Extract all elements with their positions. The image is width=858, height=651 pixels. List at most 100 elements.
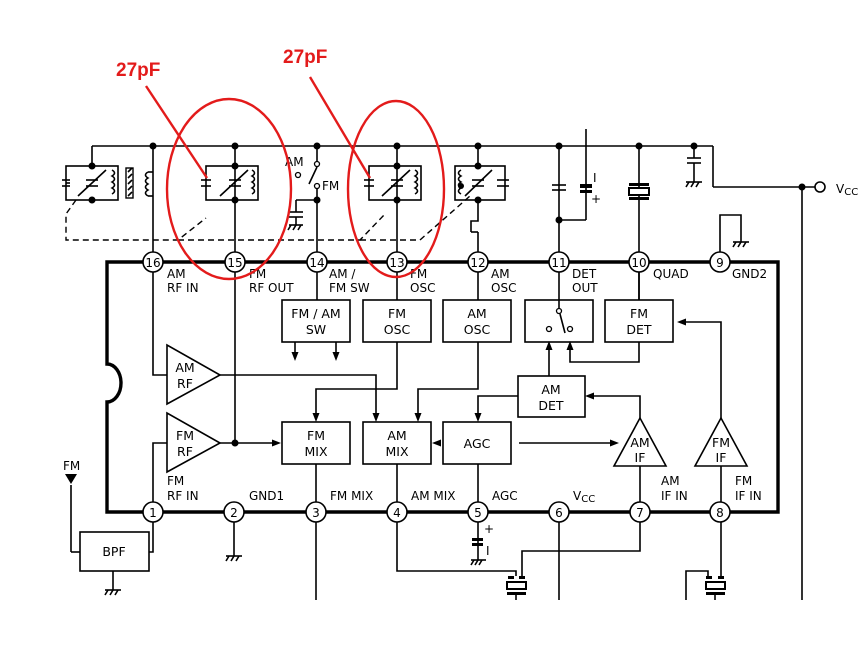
svg-text:AM MIX: AM MIX (411, 489, 456, 503)
svg-text:AM: AM (541, 382, 560, 397)
svg-text:DET: DET (626, 322, 652, 337)
svg-text:AM: AM (630, 435, 649, 450)
svg-text:OSC: OSC (384, 322, 411, 337)
svg-text:IF: IF (716, 450, 727, 465)
annotation-27pf-right: 27pF (283, 47, 446, 279)
vcc-decoupling (685, 146, 702, 188)
svg-text:27pF: 27pF (283, 47, 327, 68)
svg-text:11: 11 (551, 256, 566, 270)
svg-text:AM: AM (661, 474, 680, 488)
block-fm-if: FM IF (693, 416, 749, 467)
gnd2-ground (719, 214, 749, 252)
svg-text:I: I (486, 544, 490, 558)
svg-text:FM SW: FM SW (329, 281, 370, 295)
am-fm-switch: AM FM (285, 146, 339, 252)
block-am-osc: AM OSC (442, 299, 512, 343)
fm-osc-tank (364, 146, 422, 252)
pin-9: 9 GND2 (709, 251, 767, 281)
svg-text:RF IN: RF IN (167, 281, 199, 295)
svg-text:GND2: GND2 (732, 267, 767, 281)
svg-text:DET: DET (572, 267, 597, 281)
svg-text:FM MIX: FM MIX (330, 489, 373, 503)
bottom-externals: FM + I (63, 459, 726, 600)
block-fm-rf: FM RF (166, 411, 222, 474)
svg-text:9: 9 (716, 256, 724, 270)
svg-text:15: 15 (227, 256, 242, 270)
svg-text:FM / AM: FM / AM (291, 306, 340, 321)
block-am-rf: AM RF (166, 343, 222, 406)
svg-text:QUAD: QUAD (653, 267, 689, 281)
svg-text:OSC: OSC (410, 281, 435, 295)
pin-3: 3 FM MIX (305, 489, 373, 523)
svg-text:AGC: AGC (492, 489, 518, 503)
svg-text:13: 13 (389, 256, 404, 270)
svg-text:AM: AM (175, 360, 194, 375)
svg-text:OSC: OSC (464, 322, 491, 337)
quad-resonator (628, 146, 650, 252)
svg-text:AM: AM (491, 267, 510, 281)
svg-text:FM: FM (410, 267, 427, 281)
block-bpf: BPF (79, 531, 150, 572)
ic-body (105, 260, 780, 514)
svg-text:FM: FM (307, 428, 325, 443)
svg-text:10: 10 (631, 256, 646, 270)
svg-text:VCC: VCC (573, 489, 595, 505)
svg-text:OSC: OSC (491, 281, 516, 295)
svg-text:FM: FM (167, 474, 184, 488)
svg-text:FM: FM (388, 306, 406, 321)
vcc-label: VCC (836, 182, 858, 198)
svg-text:AM: AM (387, 428, 406, 443)
am-rf-tank (62, 146, 154, 252)
pin-5: 5 AGC (467, 489, 518, 523)
svg-text:RF: RF (177, 376, 193, 391)
pin-6: 6 VCC (548, 489, 595, 523)
block-fm-mix: FM MIX (281, 421, 351, 465)
block-fm-osc: FM OSC (362, 299, 432, 343)
svg-text:DET: DET (538, 398, 564, 413)
svg-text:+: + (484, 522, 494, 536)
svg-text:27pF: 27pF (116, 60, 160, 81)
svg-text:3: 3 (312, 506, 320, 520)
svg-text:I: I (593, 171, 597, 185)
svg-text:1: 1 (149, 506, 157, 520)
svg-text:GND1: GND1 (249, 489, 284, 503)
pin-10: 10 QUAD (628, 251, 689, 281)
switch-fm-label: FM (322, 179, 339, 193)
svg-text:+: + (591, 192, 601, 206)
vcc-terminal (814, 181, 826, 193)
svg-text:FM: FM (176, 428, 194, 443)
svg-text:5: 5 (474, 506, 482, 520)
svg-text:AM: AM (467, 306, 486, 321)
svg-text:IF IN: IF IN (661, 489, 688, 503)
svg-text:MIX: MIX (385, 444, 408, 459)
svg-text:AGC: AGC (464, 436, 491, 451)
svg-text:12: 12 (470, 256, 485, 270)
svg-text:IF IN: IF IN (735, 489, 762, 503)
block-det-switch (524, 299, 594, 343)
svg-text:RF IN: RF IN (167, 489, 199, 503)
svg-text:SW: SW (306, 322, 326, 337)
svg-text:AM: AM (167, 267, 186, 281)
am-osc-tank (454, 146, 509, 252)
svg-text:16: 16 (145, 256, 160, 270)
svg-text:FM: FM (630, 306, 648, 321)
svg-text:7: 7 (636, 506, 644, 520)
svg-text:MIX: MIX (304, 444, 327, 459)
top-rail: VCC (92, 142, 858, 600)
pin-2: 2 GND1 (223, 489, 284, 523)
antenna-fm-label: FM (63, 459, 80, 473)
block-fm-det: FM DET (604, 272, 674, 343)
svg-text:8: 8 (716, 506, 724, 520)
svg-text:FM: FM (712, 435, 730, 450)
det-out-caps: I + (552, 129, 601, 252)
svg-text:6: 6 (555, 506, 563, 520)
block-agc: AGC (442, 421, 512, 465)
svg-text:IF: IF (635, 450, 646, 465)
svg-text:FM: FM (735, 474, 752, 488)
